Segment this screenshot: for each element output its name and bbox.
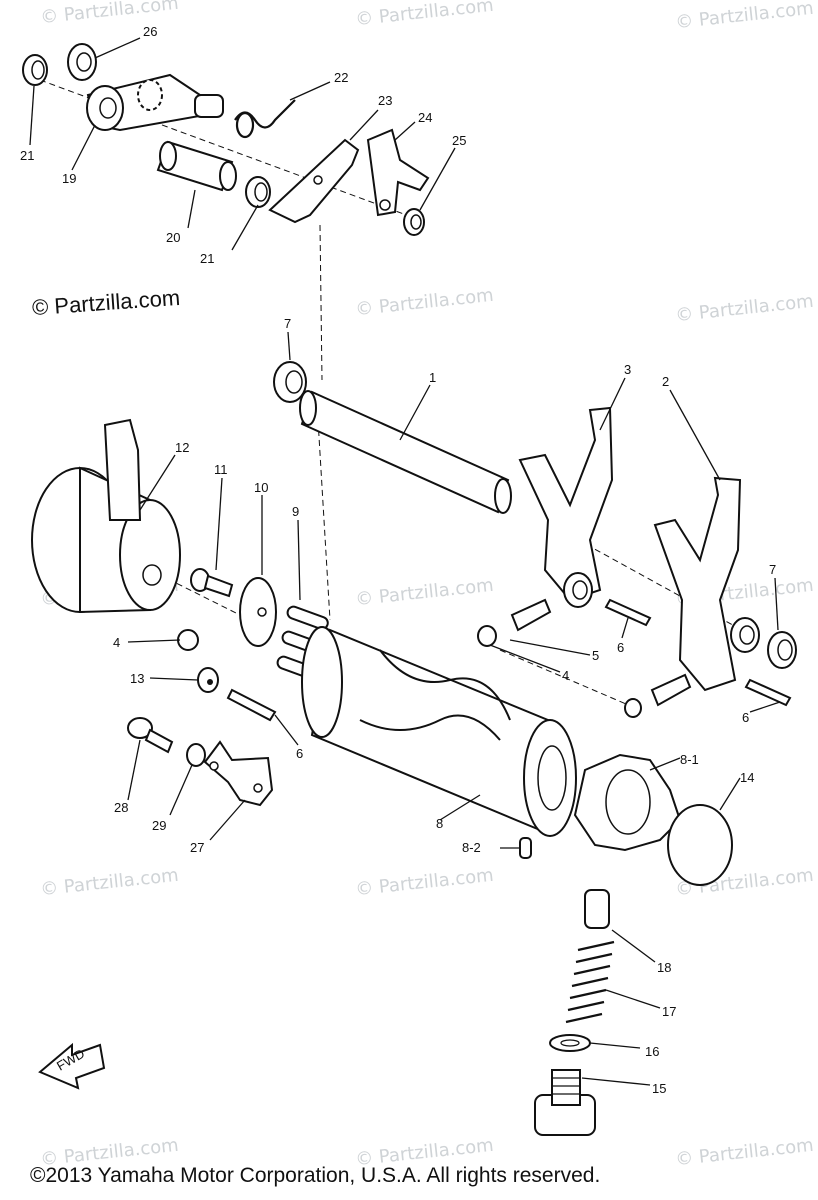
part-8-shift-cam <box>301 626 577 837</box>
part-6-cotter-pin-center <box>604 598 652 627</box>
part-29-washer <box>186 743 206 767</box>
callout-6: 6 <box>617 640 624 655</box>
part-2-shift-fork <box>653 476 760 692</box>
part-6-cotter-pin-right <box>744 678 792 707</box>
callout-8-1: 8-1 <box>680 752 699 767</box>
callout-6: 6 <box>296 746 303 761</box>
part-27-bracket <box>203 740 274 807</box>
part-3-shift-fork <box>518 406 614 608</box>
part-16-washer <box>549 1034 591 1052</box>
part-24-stopper-plate <box>366 128 430 217</box>
part-8-2-dowel-pin <box>519 837 532 859</box>
callout-2: 2 <box>662 374 669 389</box>
part-4-roller-right <box>624 698 642 718</box>
callout-4: 4 <box>113 635 120 650</box>
axis-line <box>149 569 251 621</box>
callout-11: 11 <box>214 462 228 477</box>
callout-25: 25 <box>452 133 466 148</box>
callout-28: 28 <box>114 800 128 815</box>
part-4-roller-center <box>477 625 497 647</box>
callout-6: 6 <box>742 710 749 725</box>
part-21-circlip-right <box>245 176 271 208</box>
copyright-notice: ©2013 Yamaha Motor Corporation, U.S.A. A… <box>30 1164 601 1187</box>
callout-8-2: 8-2 <box>462 840 481 855</box>
callout-15: 15 <box>652 1081 666 1096</box>
callout-26: 26 <box>143 24 157 39</box>
callout-29: 29 <box>152 818 166 833</box>
callout-13: 13 <box>130 671 144 686</box>
part-5-guide-pins <box>510 598 692 707</box>
part-7-circlip-left <box>273 361 307 403</box>
callout-17: 17 <box>662 1004 676 1019</box>
callout-9: 9 <box>292 504 299 519</box>
part-25-circlip <box>403 208 425 236</box>
axis-line <box>39 79 421 221</box>
part-6-cotter-pin-left <box>226 688 277 722</box>
part-4-roller-left <box>177 629 199 651</box>
part-1-guide-bar <box>299 390 512 514</box>
callout-20: 20 <box>166 230 180 245</box>
part-11-bolt <box>190 568 234 598</box>
part-18-detent-ball <box>584 889 610 929</box>
axis-line <box>319 224 323 381</box>
callout-16: 16 <box>645 1044 659 1059</box>
part-26-washer <box>67 43 97 81</box>
part-8-1-star-plate <box>573 753 682 852</box>
axis-line <box>559 529 761 641</box>
part-15-plug-bolt <box>534 1069 596 1136</box>
callout-5: 5 <box>592 648 599 663</box>
part-23-shift-arm <box>268 138 360 224</box>
axis-line <box>499 649 641 711</box>
part-14-cap <box>667 804 733 886</box>
part-28-bolt <box>127 717 174 754</box>
part-20-pin <box>156 140 237 192</box>
part-10-plate <box>239 577 277 647</box>
callout-21: 21 <box>20 148 34 163</box>
callout-8: 8 <box>436 816 443 831</box>
callout-12: 12 <box>175 440 189 455</box>
callout-7: 7 <box>769 562 776 577</box>
part-13-guide-pin <box>197 667 219 693</box>
callout-4: 4 <box>562 668 569 683</box>
callout-18: 18 <box>657 960 671 975</box>
callout-27: 27 <box>190 840 204 855</box>
callout-22: 22 <box>334 70 348 85</box>
callout-23: 23 <box>378 93 392 108</box>
axis-line <box>317 419 331 621</box>
part-12-shift-fork-large <box>31 418 181 614</box>
part-17-spring <box>565 940 615 1024</box>
callout-10: 10 <box>254 480 268 495</box>
callout-7: 7 <box>284 316 291 331</box>
fwd-arrow-icon <box>38 1042 106 1090</box>
part-22-spring <box>234 99 296 139</box>
callout-19: 19 <box>62 171 76 186</box>
callout-1: 1 <box>429 370 436 385</box>
part-7-circlip-right <box>767 631 797 669</box>
callout-3: 3 <box>624 362 631 377</box>
callout-21: 21 <box>200 251 214 266</box>
callout-24: 24 <box>418 110 432 125</box>
part-21-circlip-left <box>22 54 48 86</box>
part-19-shift-lever <box>86 73 224 132</box>
callout-14: 14 <box>740 770 754 785</box>
